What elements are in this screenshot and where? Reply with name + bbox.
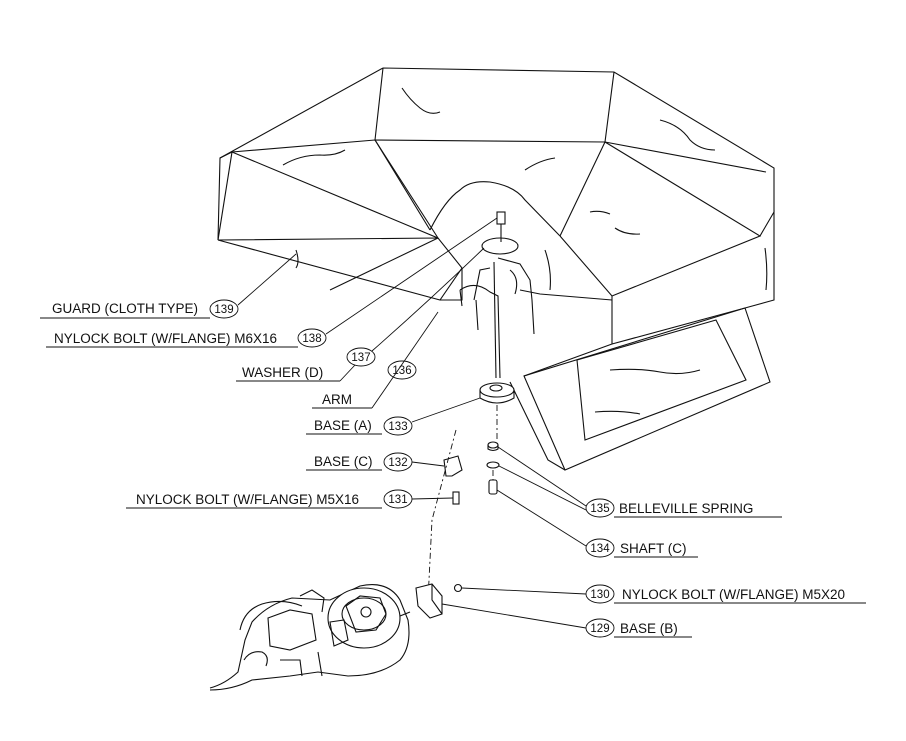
belleville-springs-drawing (486, 441, 500, 469)
svg-text:GUARD (CLOTH TYPE): GUARD (CLOTH TYPE) (52, 301, 198, 316)
bolt-m6-part (496, 211, 506, 225)
svg-text:137: 137 (351, 352, 370, 364)
callout-arm: ARM 136 (312, 311, 439, 409)
callout-guard: GUARD (CLOTH TYPE) 139 (40, 253, 297, 319)
callout-nylock-m6: NYLOCK BOLT (W/FLANGE) M6X16 138 (46, 217, 498, 348)
svg-text:NYLOCK BOLT (W/FLANGE) M5X20: NYLOCK BOLT (W/FLANGE) M5X20 (622, 587, 845, 602)
base-c-drawing (443, 455, 463, 477)
motor-unit-drawing (209, 584, 411, 691)
svg-text:NYLOCK BOLT (W/FLANGE) M5X16: NYLOCK BOLT (W/FLANGE) M5X16 (136, 492, 359, 507)
callout-base-a: BASE (A) 133 (306, 397, 481, 436)
svg-text:BELLEVILLE SPRING: BELLEVILLE SPRING (619, 501, 753, 516)
svg-text:134: 134 (590, 543, 610, 555)
callout-nylock-m5x20: 130 NYLOCK BOLT (W/FLANGE) M5X20 (461, 584, 866, 604)
svg-text:SHAFT (C): SHAFT (C) (620, 541, 687, 556)
svg-text:WASHER (D): WASHER (D) (242, 365, 323, 380)
washer-d-part (481, 237, 519, 255)
svg-text:133: 133 (388, 421, 407, 433)
svg-text:138: 138 (302, 333, 321, 345)
callout-shaft-c: 134 SHAFT (C) (496, 489, 698, 558)
svg-text:ARM: ARM (322, 392, 352, 407)
svg-text:136: 136 (392, 365, 411, 377)
shaft-c-drawing (488, 479, 498, 495)
callout-washer: WASHER (D) 137 (236, 247, 485, 382)
callout-base-c: BASE (C) 132 (306, 452, 445, 472)
svg-text:NYLOCK BOLT (W/FLANGE) M6X16: NYLOCK BOLT (W/FLANGE) M6X16 (54, 331, 277, 346)
bolt-m5x16-drawing (452, 491, 460, 505)
callout-belleville: 135 BELLEVILLE SPRING (497, 446, 782, 518)
svg-text:132: 132 (388, 457, 407, 469)
arm-assembly-drawing (459, 211, 613, 379)
svg-text:135: 135 (590, 503, 609, 515)
base-a-drawing (479, 382, 515, 404)
svg-text:139: 139 (214, 304, 233, 316)
base-b-drawing (415, 583, 463, 619)
svg-text:BASE (A): BASE (A) (314, 418, 372, 433)
svg-text:130: 130 (590, 589, 609, 601)
svg-text:BASE (C): BASE (C) (314, 454, 373, 469)
callout-nylock-m5x16: NYLOCK BOLT (W/FLANGE) M5X16 131 (126, 489, 454, 509)
svg-text:BASE (B): BASE (B) (620, 621, 678, 636)
svg-text:131: 131 (388, 494, 407, 506)
svg-text:129: 129 (590, 623, 609, 635)
callout-base-b: 129 BASE (B) (441, 603, 692, 638)
cloth-guard-drawing (217, 67, 775, 471)
